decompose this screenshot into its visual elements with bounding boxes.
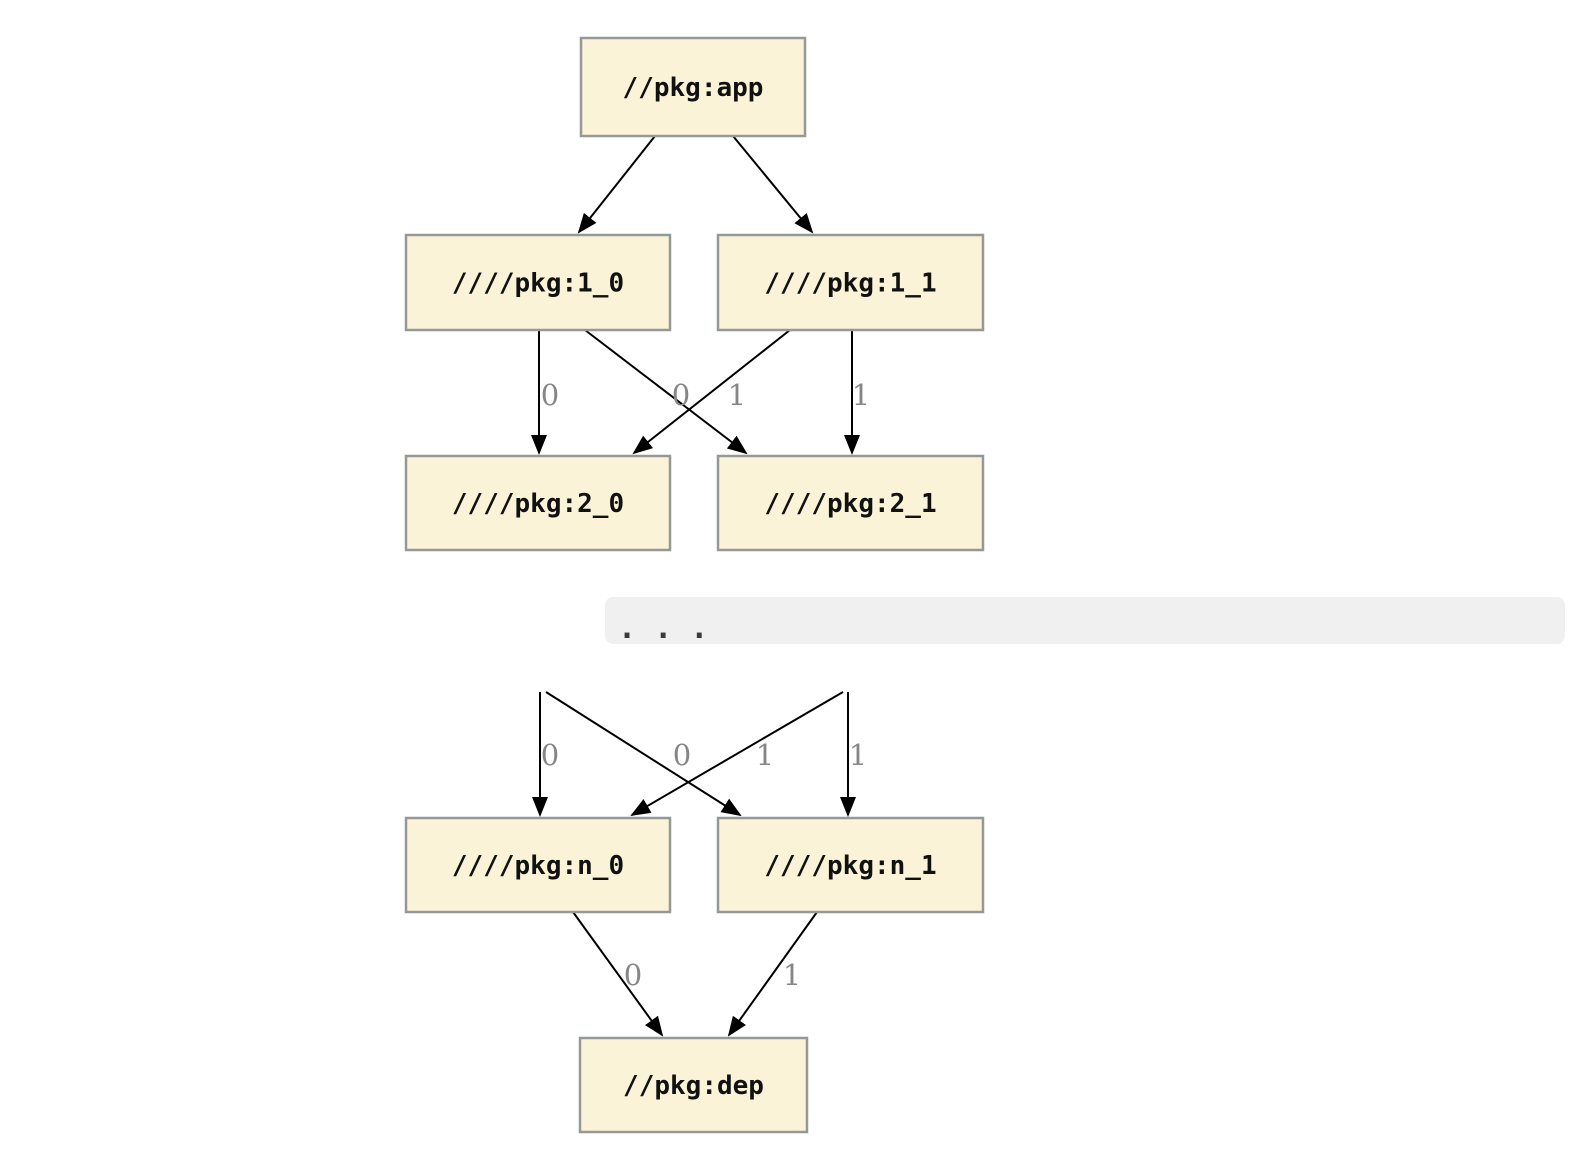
edge-label-1_0-to-2_0: 0 [541, 378, 559, 412]
edge-label-ellipsis-to-n_0: 0 [541, 738, 559, 772]
node-n_1: ////pkg:n_1 [716, 816, 985, 914]
node-dep-label: //pkg:dep [623, 1071, 764, 1101]
node-1_1-box [716, 233, 985, 332]
edge-1_1-to-2_0 [632, 329, 791, 455]
edge-app-to-1_0 [577, 135, 656, 234]
edge-1_0-to-2_1 [584, 329, 748, 455]
node-n_0-box [404, 816, 672, 914]
ellipsis-band-box [605, 597, 1565, 644]
node-1_0-label: ////pkg:1_0 [452, 269, 624, 299]
node-2_0-box [404, 454, 672, 552]
edge-label-ellipsis-to-n_1: 1 [849, 738, 867, 772]
edges: 0 1 0 1 0 1 0 1 0 1 [531, 135, 870, 1037]
node-n_0: ////pkg:n_0 [404, 816, 672, 914]
edge-label-n_1-to-dep: 1 [783, 958, 801, 992]
node-n_0-label: ////pkg:n_0 [452, 851, 624, 881]
node-dep: //pkg:dep [578, 1036, 809, 1134]
node-1_0: ////pkg:1_0 [404, 233, 672, 332]
ellipsis-band: . . . [605, 597, 1565, 646]
edge-label-ellipsis-to-n_1: 1 [756, 738, 774, 772]
node-2_0-label: ////pkg:2_0 [452, 489, 624, 519]
edge-n_0-to-dep [572, 911, 664, 1037]
edge-app-to-1_1 [732, 135, 814, 234]
node-n_1-label: ////pkg:n_1 [764, 851, 936, 881]
node-dep-box [578, 1036, 809, 1134]
node-app: //pkg:app [579, 36, 807, 138]
edge-label-n_0-to-dep: 0 [624, 958, 642, 992]
node-n_1-box [716, 816, 985, 914]
node-1_1-label: ////pkg:1_1 [764, 269, 936, 299]
edge-n_1-to-dep [727, 911, 818, 1037]
edge-label-ellipsis-to-n_0: 0 [673, 738, 691, 772]
nodes: //pkg:app ////pkg:1_0 ////pkg:1_1 ////pkg:2… [404, 36, 985, 1134]
node-1_0-box [404, 233, 672, 332]
node-2_0: ////pkg:2_0 [404, 454, 672, 552]
ellipsis-dots: . . . [618, 611, 708, 646]
node-app-box [579, 36, 807, 138]
node-app-label: //pkg:app [623, 73, 764, 103]
node-2_1-label: ////pkg:2_1 [764, 489, 936, 519]
edge-label-1_1-to-2_0: 0 [672, 378, 690, 412]
node-2_1: ////pkg:2_1 [716, 454, 985, 552]
node-1_1: ////pkg:1_1 [716, 233, 985, 332]
edge-ellipsis-to-n_1 [545, 691, 742, 817]
edge-label-1_0-to-2_1: 1 [728, 378, 746, 412]
edge-ellipsis-to-n_0 [630, 691, 844, 817]
edge-label-1_1-to-2_1: 1 [852, 378, 870, 412]
node-2_1-box [716, 454, 985, 552]
